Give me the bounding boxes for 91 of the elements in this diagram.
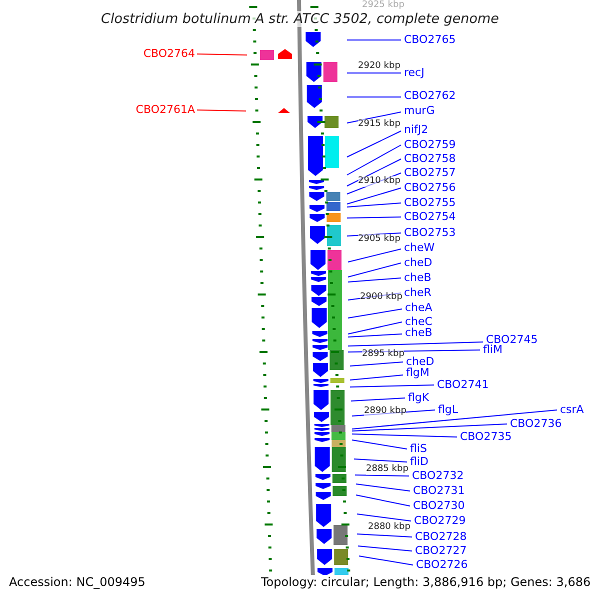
leader-line	[196, 54, 248, 56]
scale-label: 2880 kbp	[368, 522, 410, 533]
gene-label: fliS	[410, 442, 427, 455]
gene-label: CBO2727	[415, 544, 467, 557]
gene-label: CBO2731	[413, 484, 465, 497]
gene-label: flgK	[408, 391, 430, 404]
leader-line	[358, 546, 412, 552]
leader-line	[350, 398, 406, 402]
leader-line	[346, 202, 402, 208]
leader-line	[346, 144, 402, 176]
leader-line	[346, 232, 402, 236]
gene-label: flgL	[438, 403, 458, 416]
gene-label: CBO2758	[404, 152, 456, 165]
leader-line	[348, 248, 402, 262]
gene-label: cheC	[405, 315, 432, 328]
gene-label: murG	[404, 104, 435, 117]
leader-line	[352, 410, 558, 430]
leader-line	[346, 216, 402, 218]
gene-label: CBO2745	[486, 333, 538, 346]
gene-label: CBO2762	[404, 89, 456, 102]
leader-line	[346, 172, 402, 194]
leader-line	[346, 158, 402, 186]
leader-line	[354, 474, 410, 476]
gene-label: CBO2730	[413, 499, 465, 512]
gene-label: CBO2757	[404, 166, 456, 179]
leader-line	[346, 112, 402, 124]
leader-line	[348, 292, 402, 300]
leader-line	[348, 342, 484, 346]
gene-label: CBO2728	[415, 530, 467, 543]
leader-line	[356, 494, 410, 506]
leader-line	[348, 350, 480, 352]
gene-label: recJ	[404, 66, 424, 79]
scale-label: 2920 kbp	[358, 61, 400, 72]
gene-label: cheB	[405, 326, 432, 339]
leader-line	[348, 308, 402, 318]
leader-line	[350, 384, 434, 388]
leader-line	[348, 278, 402, 282]
gene-label: CBO2754	[404, 210, 456, 223]
gene-label: nifJ2	[404, 123, 428, 136]
leader-line	[350, 374, 404, 380]
leader-line	[196, 110, 246, 112]
gene-label: CBO2755	[404, 196, 456, 209]
gene-label: CBO2729	[414, 514, 466, 527]
scale-label: 2885 kbp	[366, 464, 408, 475]
scale-label: 2925 kbp	[362, 0, 404, 11]
leader-line	[348, 262, 402, 278]
gene-label: CBO2756	[404, 181, 456, 194]
gene-label: csrA	[560, 403, 584, 416]
leader-line	[356, 484, 410, 492]
gene-label: CBO2759	[404, 138, 456, 151]
leader-line	[358, 556, 414, 566]
scale-label: 2890 kbp	[364, 406, 406, 417]
scale-label: 2905 kbp	[358, 234, 400, 245]
leader-line	[346, 130, 402, 158]
gene-label: cheA	[405, 301, 432, 314]
gene-label: cheW	[404, 241, 435, 254]
leader-line	[354, 458, 408, 462]
gene-label: CBO2765	[404, 33, 456, 46]
gene-label: cheD	[404, 256, 432, 269]
gene-label: CBO2764	[143, 47, 195, 60]
scale-label: 2900 kbp	[360, 292, 402, 303]
gene-label: fliM	[483, 343, 502, 356]
leader-line	[346, 72, 402, 74]
scale-label: 2915 kbp	[358, 119, 400, 130]
leader-line	[346, 96, 402, 98]
scale-label: 2895 kbp	[362, 349, 404, 360]
gene-label: cheR	[404, 286, 432, 299]
leader-line	[348, 334, 402, 338]
gene-label: CBO2761A	[136, 103, 195, 116]
leader-line	[352, 424, 508, 432]
gene-label: cheD	[406, 355, 434, 368]
gene-label: flgM	[406, 366, 430, 379]
scale-label: 2910 kbp	[358, 176, 400, 187]
leader-line	[352, 440, 408, 450]
leader-line	[352, 434, 458, 438]
leader-line	[346, 188, 402, 204]
gene-label: CBO2726	[416, 558, 468, 571]
leader-line	[352, 410, 436, 416]
gene-label: fliD	[410, 455, 428, 468]
gene-label: cheB	[404, 271, 432, 284]
gene-label: CBO2735	[460, 430, 512, 443]
gene-label: CBO2753	[404, 226, 456, 239]
info-text: Accession: NC_009495	[9, 575, 146, 590]
leader-line	[356, 534, 412, 538]
gene-label: CBO2736	[510, 417, 562, 430]
leader-line	[356, 514, 412, 522]
leader-line	[348, 322, 402, 334]
gene-label: CBO2732	[412, 469, 464, 482]
gene-label: CBO2741	[437, 378, 489, 391]
info-text: Topology: circular; Length: 3,886,916 bp; Genes: 3,686	[261, 575, 591, 590]
leader-line	[350, 362, 404, 366]
